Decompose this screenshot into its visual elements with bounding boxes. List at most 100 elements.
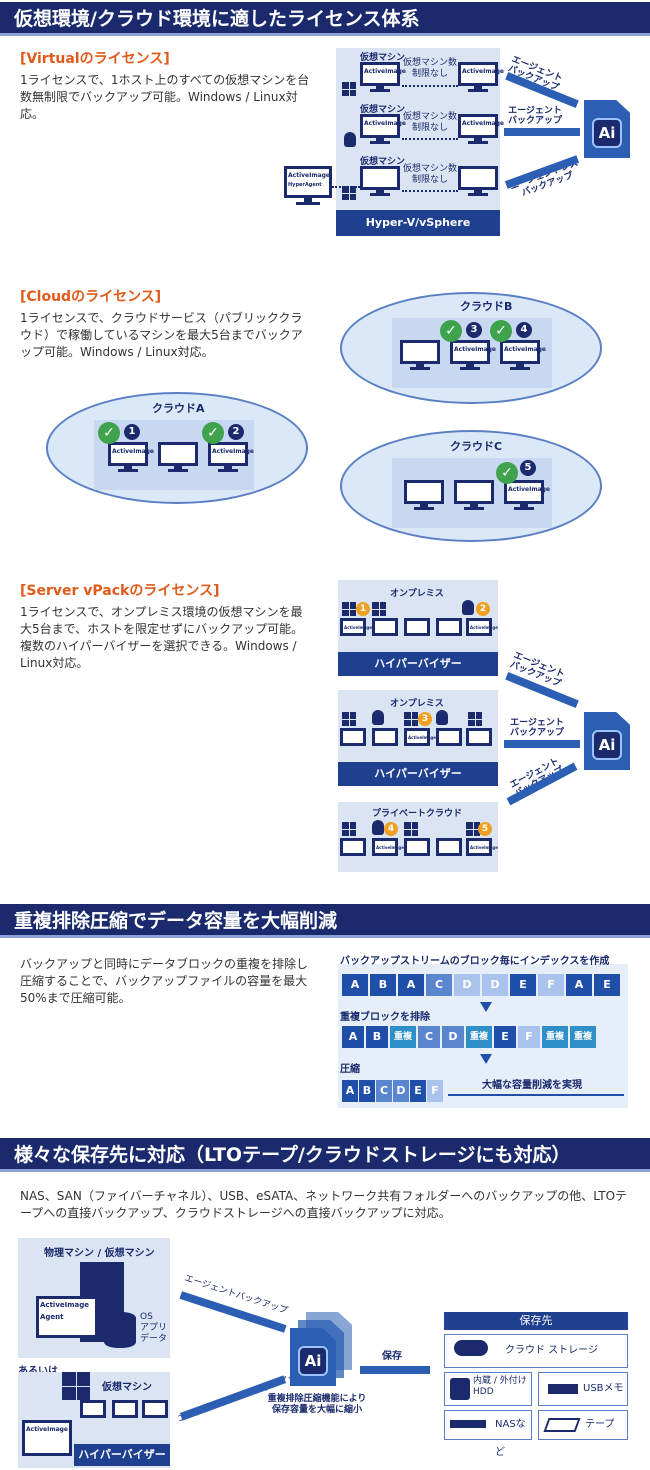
section-header-storage: 様々な保存先に対応（LTOテープ/クラウドストレージにも対応）: [0, 1138, 650, 1172]
vm-monitor: ActiveImage: [372, 838, 404, 860]
dedupe-label: 重複ブロックを排除: [340, 1012, 430, 1023]
data-block: B: [359, 1080, 375, 1102]
number-badge: 3: [418, 712, 432, 726]
windows-icon: [342, 822, 356, 836]
vm-monitor: [436, 838, 462, 860]
linux-icon: [462, 600, 474, 615]
data-block: A: [342, 974, 368, 996]
cloud-storage-label: クラウド ストレージ: [505, 1345, 598, 1356]
windows-icon: [404, 822, 418, 836]
check-icon: ✓: [490, 320, 512, 342]
check-icon: ✓: [440, 320, 462, 342]
vm-monitor: [142, 1400, 168, 1422]
arrow: [504, 128, 580, 136]
cloud-license-title: [Cloudのライセンス]: [20, 289, 162, 305]
hypervisor-bar: ハイパーバイザー: [74, 1444, 170, 1466]
double-arrow: [448, 1094, 624, 1096]
usb-icon: [548, 1384, 578, 1394]
data-block: A: [566, 974, 592, 996]
vm-monitor: [360, 166, 400, 196]
windows-icon: [372, 602, 386, 616]
arrow: [360, 1366, 430, 1374]
number-badge: 5: [478, 822, 492, 836]
vm-monitor: [372, 618, 398, 640]
data-block: C: [426, 974, 452, 996]
host-agent-monitor: ActiveImage HyperAgent: [284, 166, 332, 206]
virtual-license-body: 1ライセンスで、1ホスト上のすべての仮想マシンを台数無制限でバックアップ可能。W…: [20, 73, 310, 121]
agent-backup-label: エージェント バックアップ: [510, 718, 565, 738]
vm-label: 仮想マシン: [360, 53, 406, 63]
vm-title: 仮想マシン: [102, 1382, 152, 1393]
vpack-license-body: 1ライセンスで、オンプレミス環境の仮想マシンを最大5台まで、ホストを限定せずにバ…: [20, 605, 304, 670]
data-block: F: [427, 1080, 443, 1102]
vm-monitor: [404, 480, 444, 510]
nas-icon: [450, 1420, 486, 1428]
dedupe-note: 重複排除圧縮機能により 保存容量を大幅に縮小: [267, 1394, 367, 1415]
vm-monitor: [404, 838, 430, 860]
data-block: E: [410, 1080, 426, 1102]
vm-monitor: ActiveImage: [340, 618, 372, 640]
vm-count-note: 仮想マシン数 制限なし: [402, 112, 457, 133]
data-block: E: [594, 974, 620, 996]
vm-monitor: [458, 166, 498, 196]
linux-icon: [372, 710, 384, 725]
vm-count-note: 仮想マシン数 制限なし: [402, 164, 457, 185]
data-block: 重複: [542, 1026, 568, 1048]
onprem-label: オンプレミス: [390, 699, 444, 709]
number-badge: 2: [476, 602, 490, 616]
data-block: C: [418, 1026, 440, 1048]
vm-monitor: ActiveImage: [500, 340, 546, 370]
vm-monitor: ActiveImage: [360, 62, 406, 92]
vm-label: 仮想マシン: [360, 105, 406, 115]
data-block: A: [398, 974, 424, 996]
hypervisor-bar: ハイパーバイザー: [338, 762, 498, 786]
arrow: [504, 740, 580, 748]
number-badge: 4: [516, 322, 532, 338]
dest-title: 保存先: [444, 1312, 628, 1330]
vm-monitor: ActiveImage: [458, 62, 504, 92]
vm-monitor: ActiveImage: [466, 838, 498, 860]
hdd-label: 内蔵 / 外付け HDD: [473, 1376, 527, 1397]
vm-monitor: [454, 480, 494, 510]
windows-icon: [62, 1372, 90, 1400]
cloud-a-label: クラウドA: [152, 402, 205, 415]
storage-body: NAS、SAN（ファイバーチャネル）、USB、eSATA、ネットワーク共有フォル…: [20, 1189, 628, 1220]
data-block: F: [538, 974, 564, 996]
host-bar: Hyper-V/vSphere: [336, 210, 500, 236]
os-app-data-label: OS アプリ データ: [140, 1312, 168, 1344]
vm-monitor: [158, 442, 198, 472]
data-block: E: [494, 1026, 516, 1048]
tape-label: テープ: [585, 1419, 615, 1430]
vm-monitor: [436, 728, 462, 750]
number-badge: 3: [466, 322, 482, 338]
number-badge: 1: [356, 602, 370, 616]
data-block: C: [376, 1080, 392, 1102]
windows-icon: [342, 82, 356, 96]
vm-monitor: [466, 728, 492, 750]
windows-icon: [342, 186, 356, 200]
dotted-line: [332, 186, 360, 188]
activeimage-file-icon: Ai: [584, 100, 630, 158]
vm-monitor: ActiveImage: [108, 442, 154, 472]
database-icon: [104, 1312, 136, 1348]
check-icon: ✓: [98, 422, 120, 444]
number-badge: 1: [124, 424, 140, 440]
windows-icon: [404, 712, 418, 726]
windows-icon: [342, 602, 356, 616]
linux-icon: [344, 132, 356, 147]
hyperagent-monitor: ActiveImage: [22, 1420, 72, 1466]
cloud-c-label: クラウドC: [450, 440, 503, 453]
data-block: 重複: [570, 1026, 596, 1048]
vm-count-note: 仮想マシン数 制限なし: [402, 58, 457, 79]
cloud-b-label: クラウドB: [460, 300, 513, 313]
or-label: あるいは: [18, 1362, 58, 1377]
dotted-line: [402, 138, 458, 140]
data-block: D: [442, 1026, 464, 1048]
section-header-license: 仮想環境/クラウド環境に適したライセンス体系: [0, 2, 650, 36]
dotted-line: [402, 85, 458, 87]
vm-monitor: ActiveImage: [458, 114, 504, 144]
vm-monitor: [80, 1400, 106, 1422]
vm-monitor: ActiveImage: [360, 114, 406, 144]
dedupe-body: バックアップと同時にデータブロックの重複を排除し圧縮することで、バックアップファ…: [20, 957, 309, 1005]
linux-icon: [372, 820, 384, 835]
